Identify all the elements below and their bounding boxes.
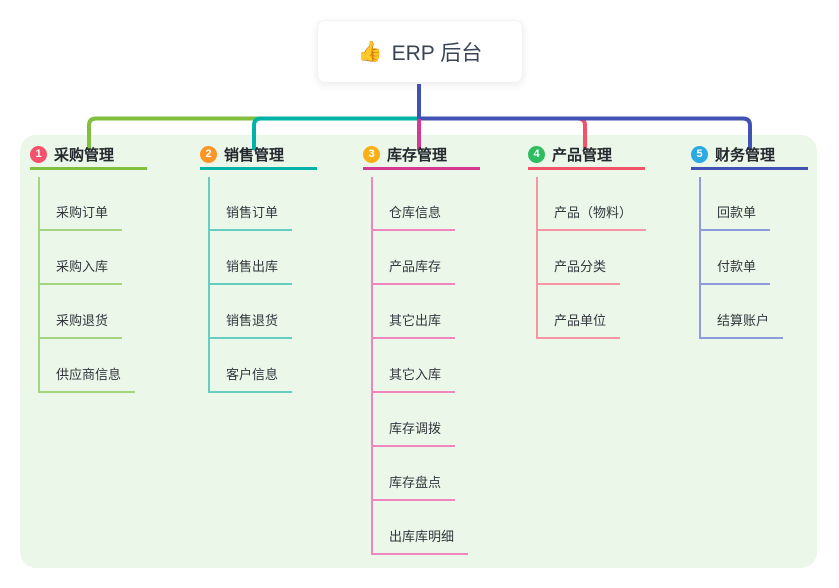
mindmap-node[interactable]: 采购订单	[38, 203, 123, 231]
mindmap-node[interactable]: 产品单位	[536, 311, 621, 339]
mindmap-node[interactable]: 回款单	[699, 203, 771, 231]
node-label: 产品分类	[554, 259, 607, 274]
mindmap-node[interactable]: 其它入库	[371, 365, 456, 393]
thumbs-up-icon: 👍	[357, 41, 383, 63]
mindmap-node[interactable]: 采购退货	[38, 311, 123, 339]
branch-title-product[interactable]: 4 产品管理	[528, 146, 645, 170]
branch-connector-line	[38, 177, 40, 393]
mindmap-node[interactable]: 库存盘点	[371, 473, 456, 501]
branch-number-badge: 5	[691, 146, 708, 163]
mindmap-node[interactable]: 出库库明细	[371, 527, 469, 555]
node-label: 库存盘点	[389, 475, 442, 490]
mindmap-node[interactable]: 供应商信息	[38, 365, 136, 393]
mindmap-node[interactable]: 客户信息	[208, 365, 293, 393]
branch-title-label: 产品管理	[552, 147, 613, 164]
branch-connector-line	[699, 177, 701, 339]
branch-number-badge: 3	[363, 146, 380, 163]
branch-title-label: 采购管理	[54, 147, 115, 164]
node-label: 结算账户	[717, 313, 770, 328]
mindmap-node[interactable]: 销售出库	[208, 257, 293, 285]
branches-panel	[20, 135, 817, 568]
mindmap-node[interactable]: 仓库信息	[371, 203, 456, 231]
node-label: 仓库信息	[389, 205, 442, 220]
branch-title-label: 财务管理	[715, 147, 776, 164]
branch-title-sales[interactable]: 2 销售管理	[200, 146, 317, 170]
node-label: 销售退货	[226, 313, 279, 328]
branch-title-label: 销售管理	[224, 147, 285, 164]
mindmap-node[interactable]: 采购入库	[38, 257, 123, 285]
mindmap-node[interactable]: 销售退货	[208, 311, 293, 339]
mindmap-node[interactable]: 销售订单	[208, 203, 293, 231]
node-label: 销售出库	[226, 259, 279, 274]
root-title-label: ERP 后台	[391, 41, 483, 65]
mindmap-node[interactable]: 付款单	[699, 257, 771, 285]
node-label: 产品（物料）	[554, 205, 633, 220]
node-label: 付款单	[717, 259, 757, 274]
branch-title-procurement[interactable]: 1 采购管理	[30, 146, 147, 170]
mindmap-node[interactable]: 结算账户	[699, 311, 784, 339]
node-label: 产品单位	[554, 313, 607, 328]
node-label: 供应商信息	[56, 367, 122, 382]
mindmap-node[interactable]: 产品库存	[371, 257, 456, 285]
node-label: 产品库存	[389, 259, 442, 274]
branch-connector-line	[208, 177, 210, 393]
mindmap-node[interactable]: 库存调拨	[371, 419, 456, 447]
node-label: 销售订单	[226, 205, 279, 220]
branch-number-badge: 2	[200, 146, 217, 163]
node-label: 客户信息	[226, 367, 279, 382]
branch-connector-line	[536, 177, 538, 339]
mindmap-node[interactable]: 其它出库	[371, 311, 456, 339]
node-label: 回款单	[717, 205, 757, 220]
mindmap-node[interactable]: 产品（物料）	[536, 203, 647, 231]
branch-number-badge: 1	[30, 146, 47, 163]
node-label: 其它出库	[389, 313, 442, 328]
node-label: 采购退货	[56, 313, 109, 328]
node-label: 其它入库	[389, 367, 442, 382]
branch-number-badge: 4	[528, 146, 545, 163]
branch-title-inventory[interactable]: 3 库存管理	[363, 146, 480, 170]
node-label: 库存调拨	[389, 421, 442, 436]
branch-title-label: 库存管理	[387, 147, 448, 164]
node-label: 采购入库	[56, 259, 109, 274]
node-label: 采购订单	[56, 205, 109, 220]
mindmap-node[interactable]: 产品分类	[536, 257, 621, 285]
branch-title-finance[interactable]: 5 财务管理	[691, 146, 808, 170]
root-node[interactable]: 👍 ERP 后台	[317, 20, 523, 83]
node-label: 出库库明细	[389, 529, 455, 544]
branch-connector-line	[371, 177, 373, 555]
